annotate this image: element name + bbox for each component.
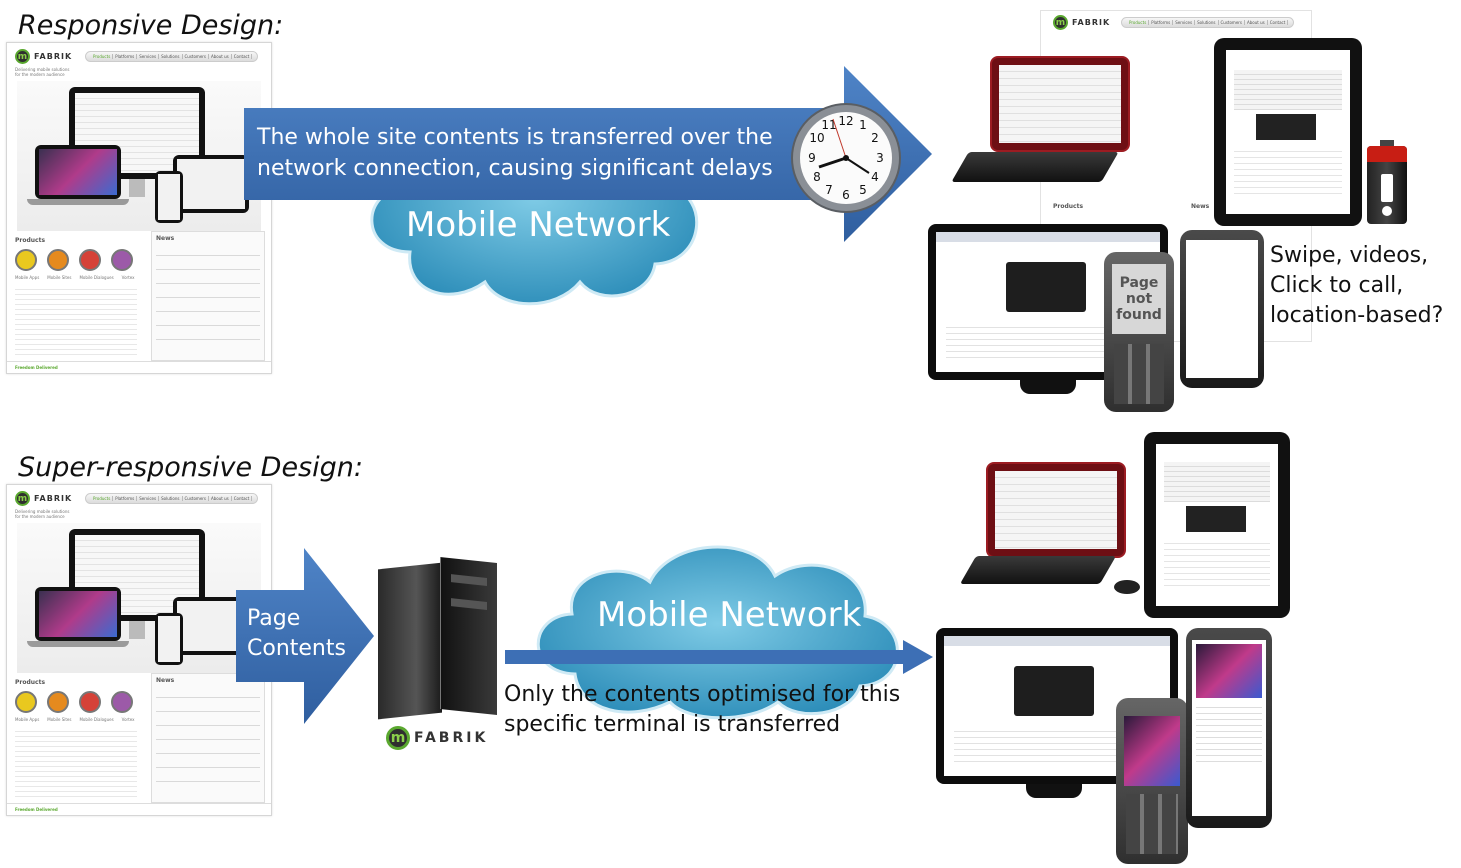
fabrik-m-icon: m <box>15 49 30 64</box>
svg-text:2: 2 <box>871 131 879 145</box>
red-laptop-icon <box>990 56 1130 152</box>
mouse-icon <box>1114 580 1140 594</box>
smartphone-bottom-icon <box>1186 628 1272 828</box>
mobile-dialogues-icon <box>79 691 101 713</box>
super-responsive-design-heading: Super-responsive Design: <box>18 452 363 483</box>
svg-text:11: 11 <box>821 118 836 132</box>
smartphone-top-icon <box>1180 230 1264 388</box>
feature-phone-top-icon: Page not found <box>1104 252 1174 412</box>
mobile-apps-icon <box>15 691 37 713</box>
product-labels: Mobile Apps Mobile Sites Mobile Dialogue… <box>15 275 135 280</box>
tablet-bottom-icon <box>1144 432 1290 618</box>
mobile-sites-icon <box>47 249 69 271</box>
page-contents-label: Page Contents <box>247 606 346 661</box>
keyboard-bottom-icon <box>959 556 1117 584</box>
vortex-icon <box>111 249 133 271</box>
hero-laptop-icon <box>35 587 121 641</box>
page-contents-arrow <box>236 548 374 724</box>
transfer-arrow-top <box>244 66 932 242</box>
vortex-icon <box>111 691 133 713</box>
hero-imac-stand <box>129 179 145 197</box>
svg-text:8: 8 <box>813 170 821 184</box>
network-label-top: Mobile Network <box>406 205 671 245</box>
hero-phone-icon <box>155 171 183 223</box>
site-nav: Products Platforms Services Solutions Cu… <box>85 51 259 62</box>
products-title: Products <box>15 237 46 244</box>
caption-bottom: Only the contents optimised for this spe… <box>504 682 901 737</box>
fabrik-m-icon: m <box>386 726 410 750</box>
fabrik-logo: m FABRIK <box>15 49 72 64</box>
site-nav: Products Platforms Services Solutions Cu… <box>85 493 259 504</box>
page-not-found-screen: Page not found <box>1112 264 1166 334</box>
site-nav-backdrop: Products Platforms Services Solutions Cu… <box>1121 17 1295 28</box>
svg-text:4: 4 <box>871 170 879 184</box>
svg-text:1: 1 <box>859 118 867 132</box>
hero-tablet-icon <box>173 155 249 213</box>
mobile-sites-icon <box>47 691 69 713</box>
low-battery-icon <box>1367 140 1407 224</box>
site-hero <box>17 81 261 231</box>
red-laptop-bottom-icon <box>986 462 1126 558</box>
arrow-text-top: The whole site contents is transferred o… <box>257 125 773 181</box>
responsive-design-heading: Responsive Design: <box>18 10 284 41</box>
product-icons <box>15 249 133 271</box>
site-hero <box>17 523 261 673</box>
tablet-top-icon <box>1214 38 1362 226</box>
news-panel: News <box>151 673 265 803</box>
svg-text:6: 6 <box>842 188 850 202</box>
keyboard-icon <box>951 152 1119 182</box>
fabrik-m-icon: m <box>15 491 30 506</box>
feature-phone-bottom-icon <box>1116 698 1188 864</box>
news-panel: News <box>151 231 265 361</box>
website-screenshot-bottom: m FABRIK Delivering mobile solutions for… <box>6 484 272 816</box>
fabrik-m-icon: m <box>1053 15 1068 30</box>
server-fabrik-logo: m FABRIK <box>386 726 488 750</box>
svg-text:3: 3 <box>876 151 884 165</box>
website-screenshot-top: m FABRIK Delivering mobile solutions for… <box>6 42 272 374</box>
svg-text:7: 7 <box>825 183 833 197</box>
svg-text:9: 9 <box>808 151 816 165</box>
footer-brand: Freedom Delivered <box>15 365 58 370</box>
hero-phone-icon <box>155 613 183 665</box>
server-icon <box>370 557 500 720</box>
svg-text:12: 12 <box>838 114 853 128</box>
transfer-arrow-bottom <box>505 640 933 674</box>
svg-text:10: 10 <box>809 131 824 145</box>
site-tagline: Delivering mobile solutions for the mode… <box>15 67 70 77</box>
callout-top: Swipe, videos, Click to call, location-b… <box>1270 243 1444 328</box>
network-label-bottom: Mobile Network <box>597 595 862 635</box>
svg-text:5: 5 <box>859 183 867 197</box>
hero-laptop-icon <box>35 145 121 199</box>
mobile-dialogues-icon <box>79 249 101 271</box>
mobile-apps-icon <box>15 249 37 271</box>
cloud-bottom <box>536 545 899 720</box>
